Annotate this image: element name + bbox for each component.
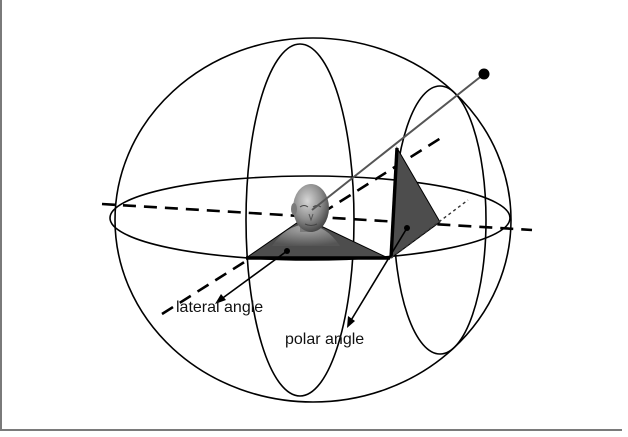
listener-head bbox=[272, 184, 340, 246]
lateral-angle-arrowhead bbox=[215, 294, 226, 304]
sphere-outline bbox=[114, 37, 512, 403]
polar-angle-arrowhead bbox=[347, 316, 355, 328]
projection-line bbox=[390, 199, 469, 259]
lateral-angle-label: lateral angle bbox=[176, 299, 263, 316]
polar-angle-label: polar angle bbox=[285, 331, 364, 348]
lateral-angle-pointer bbox=[219, 250, 288, 301]
horizontal-plane-ellipse bbox=[109, 175, 511, 261]
slide-frame bbox=[0, 0, 622, 431]
sound-source-point bbox=[478, 68, 490, 80]
polar-angle-pointer bbox=[349, 227, 408, 323]
source-direction-ray bbox=[311, 73, 485, 211]
polar-vertical-edge bbox=[389, 147, 399, 259]
